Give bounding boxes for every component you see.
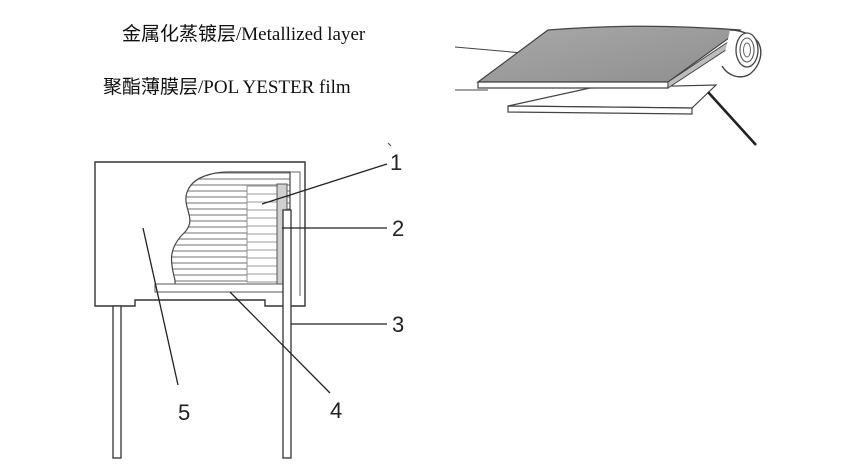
metallized-film-edge [477, 81, 669, 89]
metallized-film-sheet [476, 25, 742, 83]
callout-4: 4 [330, 398, 342, 423]
callout-5-line [142, 227, 179, 386]
right-lead-wire [282, 209, 292, 459]
callout-2: 2 [392, 216, 404, 241]
bottom-resin-layer [154, 283, 291, 293]
left-lead-wire [112, 305, 122, 459]
callout-1: 1 [390, 150, 402, 175]
callout-5: 5 [178, 400, 190, 425]
film-roll [721, 29, 762, 78]
metallized-layer-label: 金属化蒸镀层/Metallized layer [122, 24, 366, 45]
callout-3: 3 [392, 312, 404, 337]
polyester-film-edge [507, 105, 693, 115]
roll-lead-wire [707, 91, 757, 146]
capacitor-cross-section [94, 161, 306, 459]
callout-1-line [261, 163, 388, 205]
callout-4-line [229, 291, 331, 394]
polyester-film-label: 聚酯薄膜层/POL YESTER film [103, 77, 351, 98]
film-winding-illustration [454, 25, 762, 146]
